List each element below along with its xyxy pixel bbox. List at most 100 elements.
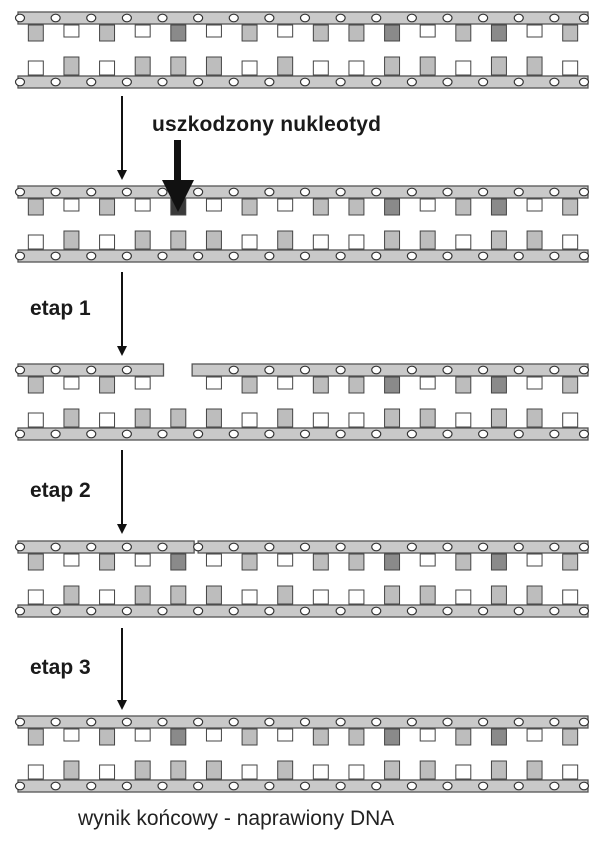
phosphate-mark bbox=[371, 606, 382, 616]
phosphate-mark bbox=[549, 542, 560, 552]
bottom-base bbox=[99, 412, 116, 428]
bottom-base bbox=[277, 230, 294, 250]
phosphate-mark bbox=[478, 13, 489, 23]
bottom-base bbox=[384, 230, 401, 250]
top-base bbox=[312, 376, 329, 394]
top-base bbox=[490, 24, 507, 42]
top-base bbox=[205, 24, 222, 38]
phosphate-mark bbox=[157, 781, 168, 791]
phosphate-mark bbox=[406, 187, 417, 197]
phosphate-mark bbox=[14, 187, 26, 197]
top-base bbox=[562, 24, 579, 42]
phosphate-mark bbox=[86, 606, 97, 616]
bottom-base bbox=[455, 234, 472, 250]
bottom-base bbox=[455, 589, 472, 605]
phosphate-mark bbox=[193, 77, 204, 87]
phosphate-mark bbox=[513, 251, 524, 261]
phosphate-mark bbox=[406, 77, 417, 87]
phosphate-mark bbox=[513, 542, 524, 552]
phosphate-mark bbox=[193, 429, 204, 439]
phosphate-mark bbox=[442, 781, 453, 791]
top-base bbox=[419, 553, 436, 567]
bottom-base bbox=[27, 60, 44, 76]
bottom-base bbox=[490, 408, 507, 428]
phosphate-mark bbox=[513, 187, 524, 197]
phosphate-mark bbox=[50, 429, 61, 439]
phosphate-mark bbox=[228, 77, 239, 87]
top-base bbox=[384, 376, 401, 394]
phosphate-mark bbox=[299, 251, 311, 261]
bottom-base bbox=[63, 56, 80, 76]
bottom-base bbox=[526, 408, 543, 428]
phosphate-mark bbox=[14, 606, 26, 616]
phosphate-mark bbox=[50, 542, 61, 552]
bottom-base bbox=[419, 760, 436, 780]
top-backbone-right bbox=[197, 540, 589, 554]
bottom-base bbox=[562, 234, 579, 250]
top-base bbox=[277, 728, 294, 742]
top-base bbox=[384, 24, 401, 42]
top-base bbox=[134, 376, 151, 390]
top-base bbox=[384, 728, 401, 746]
phosphate-mark bbox=[121, 77, 132, 87]
phosphate-mark bbox=[193, 717, 204, 727]
phosphate-mark bbox=[371, 781, 382, 791]
top-base bbox=[241, 553, 258, 571]
phosphate-mark bbox=[50, 251, 61, 261]
top-base bbox=[241, 198, 258, 216]
bottom-base bbox=[241, 60, 258, 76]
bottom-base bbox=[205, 585, 222, 605]
phosphate-mark bbox=[371, 187, 382, 197]
phosphate-mark bbox=[371, 77, 382, 87]
damage-pointer-head bbox=[162, 180, 194, 212]
phosphate-mark bbox=[157, 717, 168, 727]
bottom-base bbox=[205, 230, 222, 250]
bottom-base bbox=[562, 412, 579, 428]
top-base bbox=[562, 376, 579, 394]
phosphate-mark bbox=[121, 429, 132, 439]
phosphate-mark bbox=[549, 781, 560, 791]
phosphate-mark bbox=[121, 13, 132, 23]
bottom-base bbox=[490, 760, 507, 780]
phosphate-mark bbox=[157, 77, 168, 87]
top-base bbox=[419, 728, 436, 742]
bottom-base bbox=[170, 585, 187, 605]
bottom-base bbox=[170, 760, 187, 780]
arrow-2-head bbox=[117, 346, 127, 356]
bottom-base bbox=[490, 56, 507, 76]
bottom-base bbox=[99, 234, 116, 250]
phosphate-mark bbox=[121, 781, 132, 791]
phosphate-mark bbox=[406, 606, 417, 616]
top-base bbox=[205, 198, 222, 212]
phosphate-mark bbox=[193, 251, 204, 261]
phosphate-mark bbox=[513, 606, 524, 616]
top-base bbox=[205, 553, 222, 567]
top-base bbox=[277, 24, 294, 38]
phosphate-mark bbox=[86, 365, 97, 375]
top-base bbox=[348, 24, 365, 42]
phosphate-mark bbox=[299, 429, 311, 439]
bottom-base bbox=[134, 230, 151, 250]
phosphate-mark bbox=[193, 187, 204, 197]
phosphate-mark bbox=[50, 187, 61, 197]
top-base bbox=[134, 728, 151, 742]
top-base bbox=[99, 553, 116, 571]
phosphate-mark bbox=[193, 13, 204, 23]
arrow-4-head bbox=[117, 700, 127, 710]
phosphate-mark bbox=[121, 365, 132, 375]
top-base bbox=[63, 553, 80, 567]
phosphate-mark bbox=[578, 251, 590, 261]
top-base bbox=[312, 553, 329, 571]
arrow-1-head bbox=[117, 170, 127, 180]
phosphate-mark bbox=[228, 429, 239, 439]
phosphate-mark bbox=[371, 717, 382, 727]
top-base bbox=[419, 198, 436, 212]
phosphate-mark bbox=[14, 13, 26, 23]
bottom-base bbox=[312, 764, 329, 780]
top-base bbox=[348, 376, 365, 394]
phosphate-mark bbox=[478, 606, 489, 616]
bottom-base bbox=[27, 589, 44, 605]
bottom-base bbox=[455, 412, 472, 428]
phosphate-mark bbox=[478, 717, 489, 727]
top-base bbox=[455, 553, 472, 571]
